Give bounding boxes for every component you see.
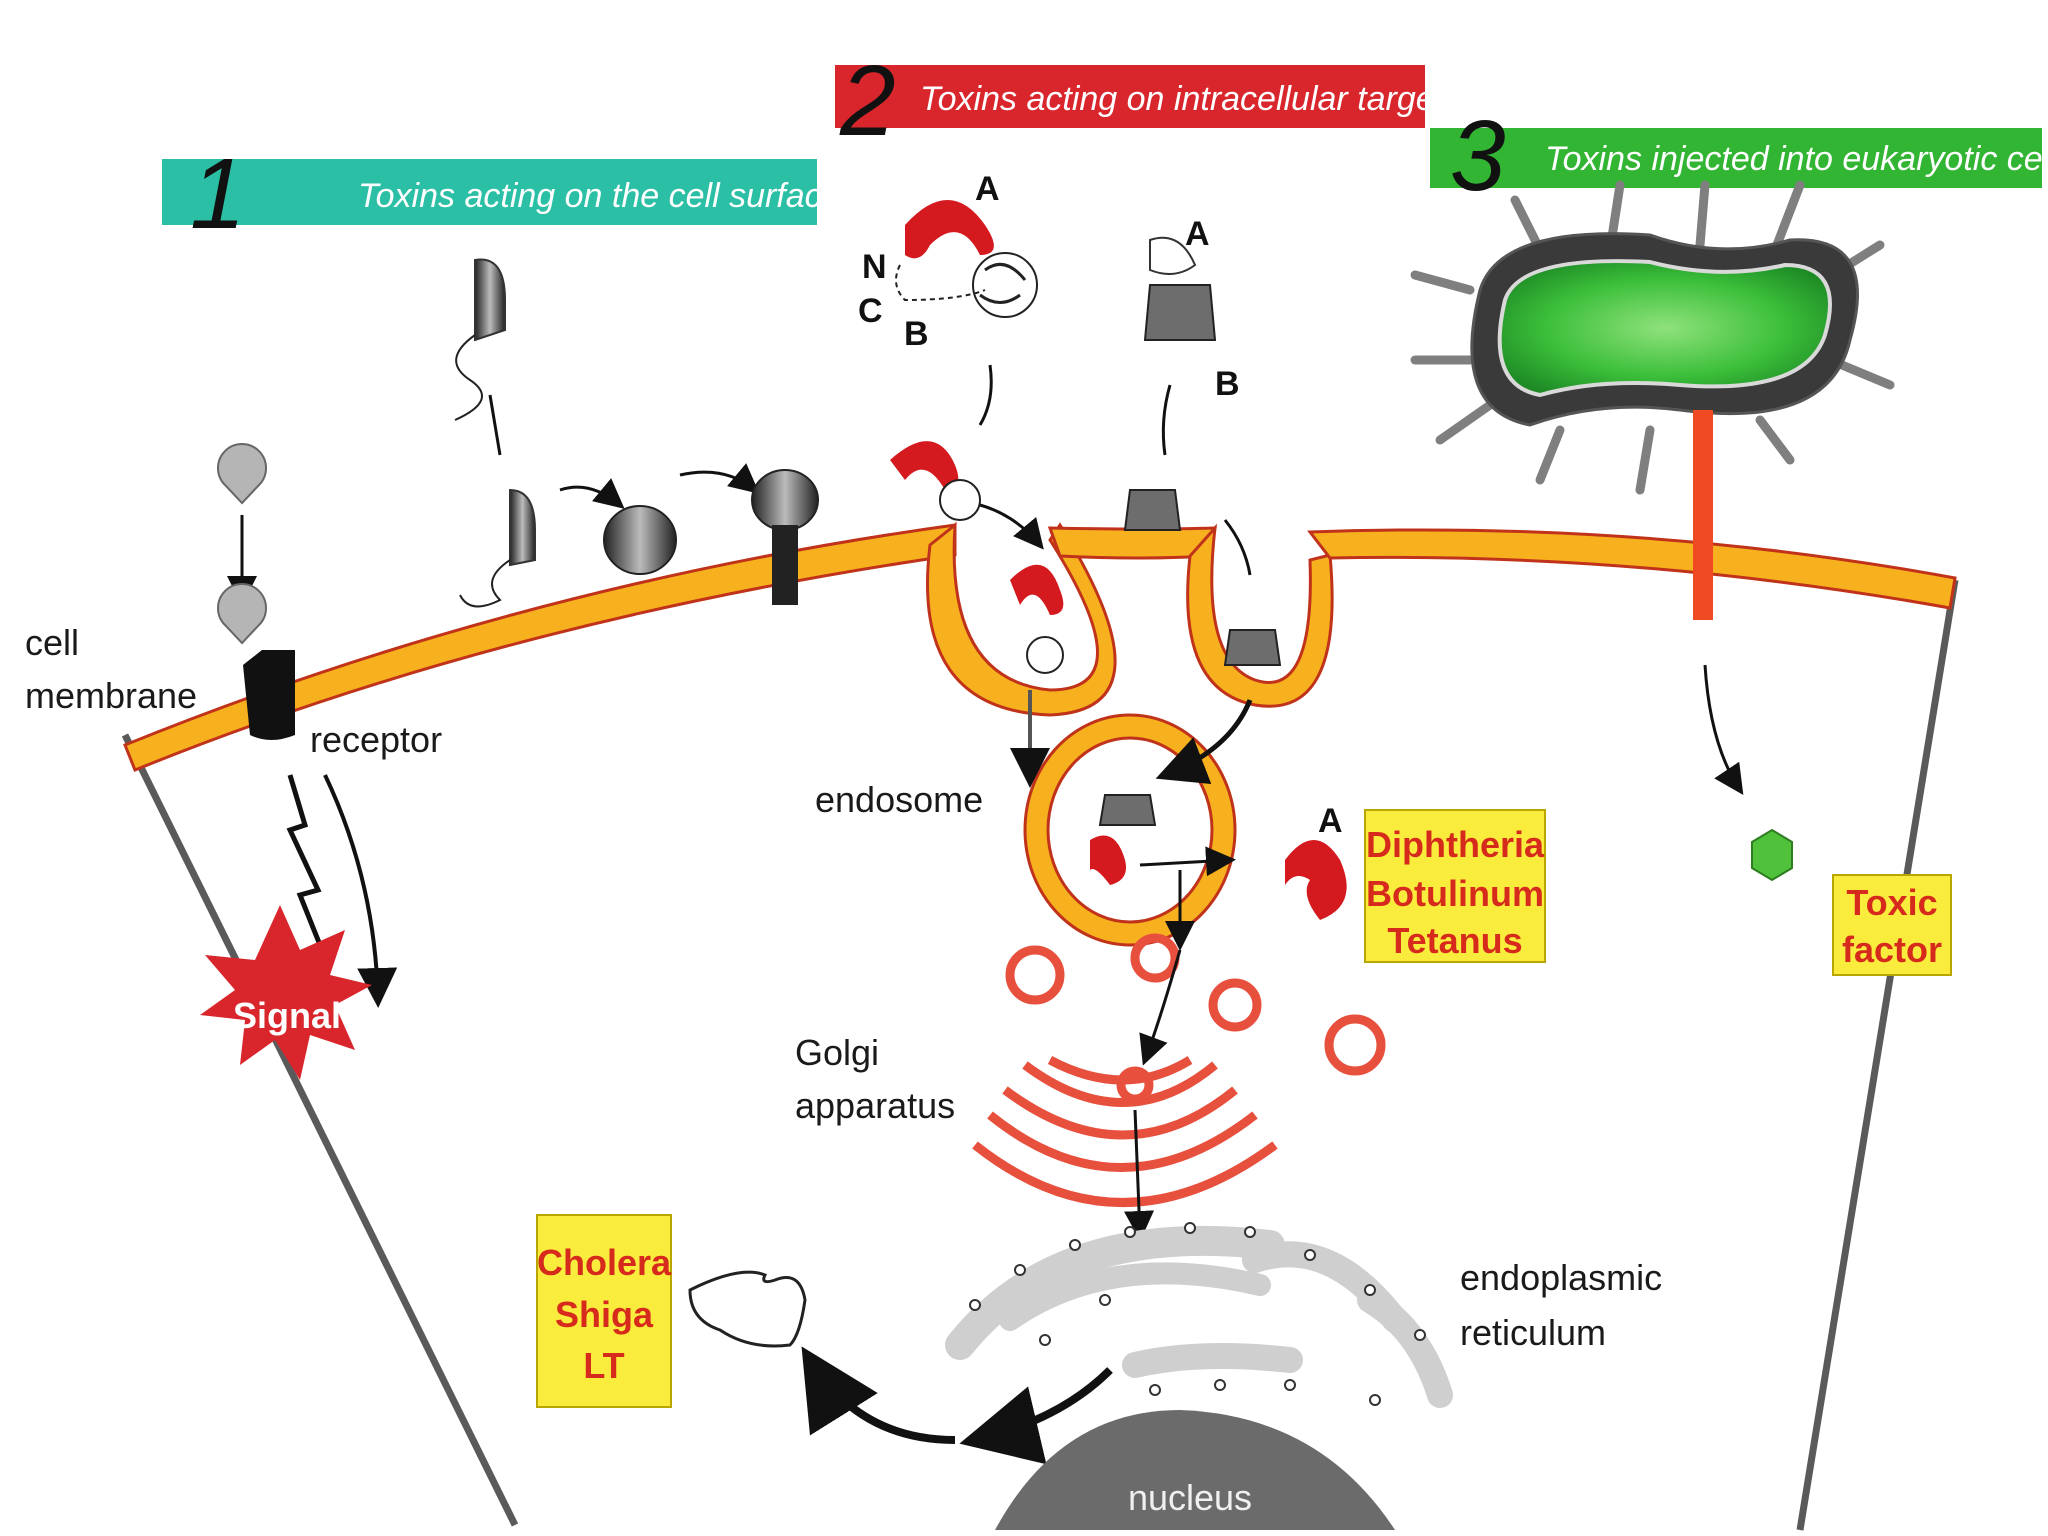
toxic-factor-line-2: factor <box>1842 929 1942 970</box>
section-3-bar <box>1430 128 2042 188</box>
toxin-b-right-label: B <box>1215 365 1240 403</box>
golgi-label-1: Golgi <box>795 1032 879 1073</box>
cholera-line-2: Shiga <box>555 1294 654 1335</box>
toxic-factor-box: Toxic factor <box>1832 874 1952 976</box>
toxin-a-label: A <box>975 170 1000 208</box>
toxin-b-label: B <box>904 315 929 353</box>
golgi-entry-arrow <box>1139 949 1182 1066</box>
toxin-n-label: N <box>862 248 887 286</box>
toxins-at-membrane <box>890 441 1252 576</box>
injection-arrow <box>1703 664 1744 795</box>
section-1-number: 1 <box>190 138 246 250</box>
toxic-factor-line-1: Toxic <box>1846 882 1937 923</box>
endoplasmic-reticulum <box>945 1225 1453 1408</box>
section-1-title: Toxins acting on the cell surface <box>358 177 841 215</box>
released-a-label: A <box>1318 802 1343 840</box>
cholera-line-3: LT <box>583 1345 624 1386</box>
cholera-line-1: Cholera <box>537 1242 672 1283</box>
retro-translocation-arrow <box>801 1346 956 1444</box>
section-2-number: 2 <box>839 45 896 157</box>
toxins-in-pits <box>1010 564 1282 788</box>
er-exit-arrow <box>959 1367 1113 1465</box>
section-3-banner: 3 Toxins injected into eukaryotic cells <box>1430 100 2048 212</box>
ribosome-dots <box>969 1222 1426 1406</box>
er-label-2: reticulum <box>1460 1312 1606 1353</box>
section-2-title: Toxins acting on intracellular targets <box>920 80 1461 118</box>
released-a-subunit: A <box>1285 802 1347 920</box>
toxic-factor-icon <box>1751 828 1793 882</box>
section-1-bar <box>162 159 817 225</box>
receptor-label: receptor <box>310 719 442 760</box>
bacterium <box>1410 180 1895 495</box>
section-3-number: 3 <box>1450 100 1506 212</box>
golgi-apparatus <box>972 933 1386 1207</box>
section-1-banner: 1 Toxins acting on the cell surface <box>162 138 841 250</box>
pore-toxin-sequence <box>454 258 819 608</box>
signal-burst: Signal <box>200 905 372 1080</box>
signal-ligand <box>217 443 267 645</box>
section-3-title: Toxins injected into eukaryotic cells <box>1545 140 2048 178</box>
cell-wall-left <box>121 733 519 1527</box>
endosome-label: endosome <box>815 779 983 820</box>
toxin-c-label: C <box>858 292 883 330</box>
nucleus-label: nucleus <box>1128 1477 1252 1518</box>
toxin-a-right-label: A <box>1185 215 1210 253</box>
injection-needle <box>1693 410 1713 620</box>
golgi-to-er-arrow <box>1124 1109 1155 1241</box>
cell-membrane-label-2: membrane <box>25 675 197 716</box>
cell-membrane <box>123 521 1957 772</box>
section-2-bar <box>835 65 1425 128</box>
signal-arrow <box>323 774 398 1008</box>
ab5-toxin-cholera: A B <box>1143 215 1240 456</box>
a1-fragment <box>688 1270 807 1348</box>
lightning-icon <box>286 774 325 951</box>
cholera-box: Cholera Shiga LT <box>536 1214 672 1408</box>
endosome-vesicle <box>1023 713 1237 947</box>
receptor-protein <box>243 650 295 740</box>
golgi-label-2: apparatus <box>795 1085 955 1126</box>
er-label-1: endoplasmic <box>1460 1257 1662 1298</box>
toxins-in-endosome <box>1090 794 1236 951</box>
cell-membrane-label-1: cell <box>25 622 79 663</box>
diphtheria-line-1: Diphtheria <box>1366 824 1545 865</box>
nucleus <box>995 1410 1395 1530</box>
cell-wall-right <box>1796 579 1959 1531</box>
diphtheria-box: Diphtheria Botulinum Tetanus <box>1364 809 1546 963</box>
signal-label: Signal <box>233 995 341 1036</box>
diphtheria-line-3: Tetanus <box>1387 920 1522 961</box>
ab-toxin-diphtheria: A N C B <box>858 170 1038 426</box>
section-2-banner: 2 Toxins acting on intracellular targets <box>835 45 1461 157</box>
diphtheria-line-2: Botulinum <box>1366 873 1544 914</box>
